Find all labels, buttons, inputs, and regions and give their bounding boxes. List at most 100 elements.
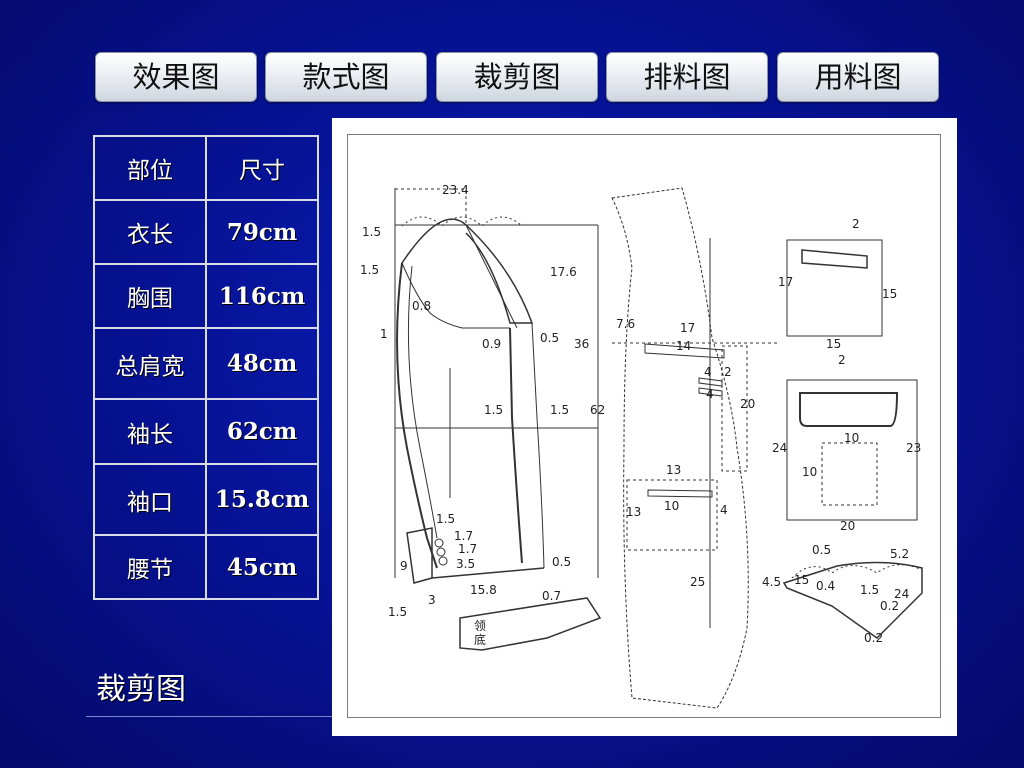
tab-bar: 效果图 款式图 裁剪图 排料图 用料图	[95, 52, 940, 102]
dim-label: 20	[740, 397, 755, 411]
dim-label: 62	[590, 403, 605, 417]
pocket-bag-1	[786, 239, 883, 337]
dim-label: 0.5	[812, 543, 831, 557]
pocket-bag-2	[786, 379, 918, 521]
table-row: 袖口 15.8cm	[93, 463, 319, 536]
collar-piece	[782, 561, 923, 639]
dim-label: 23.4	[442, 183, 469, 197]
dim-label: 2	[852, 217, 860, 231]
diagram-frame	[347, 134, 941, 718]
dim-label: 4	[706, 387, 714, 401]
pattern-diagram: 23.4 1.5 1.5 17.6 0.8 1 0.9 0.5 36 1.5 1…	[360, 183, 923, 709]
dim-label: 23	[906, 441, 921, 455]
dim-label: 24	[772, 441, 787, 455]
dim-label: 1.5	[436, 512, 455, 526]
dim-label: 4	[704, 365, 712, 379]
dim-label: 1.5	[484, 403, 503, 417]
button-mark	[436, 547, 446, 557]
dim-label: 1.5	[388, 605, 407, 619]
dim-label: 13	[666, 463, 681, 477]
row-part: 腰节	[93, 534, 207, 600]
dim-label: 17	[778, 275, 793, 289]
row-part: 衣长	[93, 199, 207, 265]
pocket-welt-1	[801, 249, 868, 269]
dim-label: 0.2	[864, 631, 883, 645]
header-size: 尺寸	[205, 135, 319, 201]
dim-label: 4	[720, 503, 728, 517]
dim-label: 15.8	[470, 583, 497, 597]
dim-label: 14	[676, 339, 691, 353]
table-row: 腰节 45cm	[93, 534, 319, 600]
sleeve-back-seam	[509, 327, 523, 564]
sleeve-front-seam	[396, 262, 438, 569]
section-caption: 裁剪图	[96, 672, 186, 707]
dim-label: 5.2	[890, 547, 909, 561]
dim-label: 1.5	[550, 403, 569, 417]
dim-label: 0.8	[412, 299, 431, 313]
collar-stand-label: 领	[474, 619, 486, 633]
dim-label: 2	[838, 353, 846, 367]
row-size: 48cm	[205, 327, 319, 400]
side-panel	[721, 345, 748, 472]
inner-pocket	[821, 442, 878, 506]
sleeve-under-curve	[401, 262, 510, 329]
row-part: 总肩宽	[93, 327, 207, 400]
table-row: 袖长 62cm	[93, 398, 319, 465]
dim-label: 4.5	[762, 575, 781, 589]
dim-label: 10	[844, 431, 859, 445]
dim-label: 1.5	[860, 583, 879, 597]
size-spec-table: 部位 尺寸 衣长 79cm 胸围 116cm 总肩宽 48cm 袖长 62cm …	[93, 135, 319, 600]
dim-label: 15	[882, 287, 897, 301]
dim-label: 9	[400, 559, 408, 573]
row-part: 袖长	[93, 398, 207, 465]
dim-label: 0.2	[880, 599, 899, 613]
dim-label: 36	[574, 337, 589, 351]
tab-effect[interactable]: 效果图	[95, 52, 257, 102]
sleeve-cap-curve	[401, 218, 534, 324]
table-row: 总肩宽 48cm	[93, 327, 319, 400]
sleeve-hem	[431, 567, 545, 579]
row-size: 79cm	[205, 199, 319, 265]
dim-label: 24	[894, 587, 909, 601]
dim-label: 1	[380, 327, 388, 341]
dim-label: 0.5	[552, 555, 571, 569]
row-part: 袖口	[93, 463, 207, 536]
tab-layout[interactable]: 排料图	[606, 52, 768, 102]
collar-stand-piece	[459, 597, 602, 651]
dim-label: 17	[680, 321, 695, 335]
collar-stand-label: 底	[474, 632, 486, 647]
front-body-outline	[611, 187, 749, 709]
divider	[86, 716, 336, 717]
tab-material[interactable]: 用料图	[777, 52, 939, 102]
dim-label: 0.4	[816, 579, 835, 593]
dim-label: 15	[826, 337, 841, 351]
lower-welt	[647, 489, 713, 498]
pattern-diagram-panel: 23.4 1.5 1.5 17.6 0.8 1 0.9 0.5 36 1.5 1…	[332, 118, 957, 736]
dim-label: 25	[690, 575, 705, 589]
dim-label: 0.9	[482, 337, 501, 351]
dim-label: 1.7	[454, 529, 473, 543]
lower-pocket	[626, 479, 718, 551]
tab-cutting[interactable]: 裁剪图	[436, 52, 598, 102]
dim-label: 15	[794, 573, 809, 587]
dart-bottom	[698, 387, 723, 397]
dim-label: 10	[664, 499, 679, 513]
tab-style[interactable]: 款式图	[265, 52, 427, 102]
row-part: 胸围	[93, 263, 207, 329]
dim-label: 13	[626, 505, 641, 519]
row-size: 116cm	[205, 263, 319, 329]
dim-label: 3	[428, 593, 436, 607]
dim-label: 17.6	[550, 265, 577, 279]
dim-label: 7.6	[616, 317, 635, 331]
dim-label: 0.5	[540, 331, 559, 345]
dim-label: 0.7	[542, 589, 561, 603]
row-size: 45cm	[205, 534, 319, 600]
row-size: 62cm	[205, 398, 319, 465]
header-part: 部位	[93, 135, 207, 201]
dim-label: 10	[802, 465, 817, 479]
dim-label: 20	[840, 519, 855, 533]
table-row: 胸围 116cm	[93, 263, 319, 329]
dim-label: 3.5	[456, 557, 475, 571]
sleeve-inner-seam	[407, 265, 438, 539]
table-header-row: 部位 尺寸	[93, 135, 319, 201]
